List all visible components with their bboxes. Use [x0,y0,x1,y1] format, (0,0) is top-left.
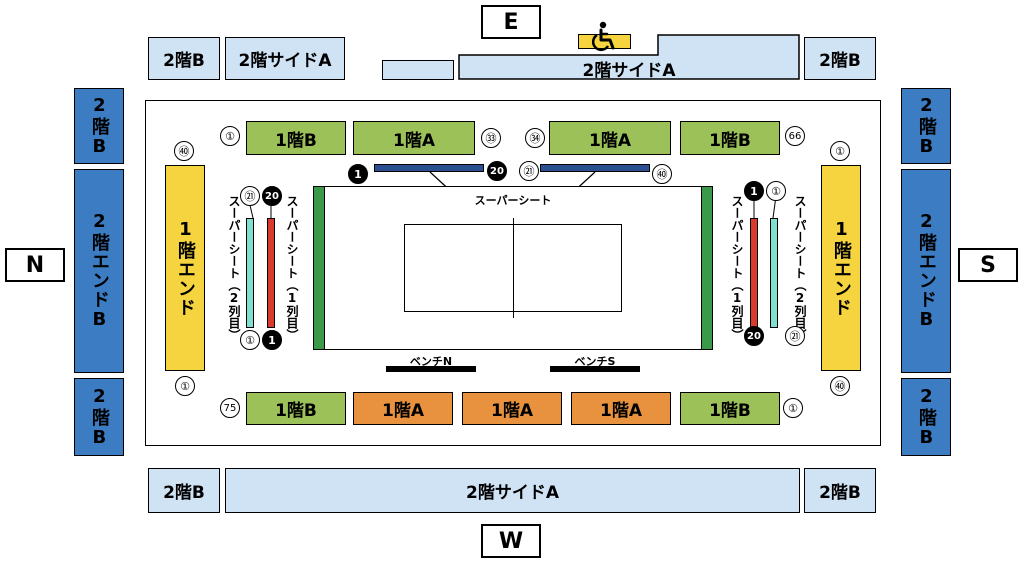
super-seat-2-left-label: スーパーシート（2列目） [227,195,241,341]
f2b-bottom-left[interactable]: 2階B [148,468,220,513]
seat-number-1-right-super2: ① [766,181,786,201]
super-seat-top-left-bar[interactable] [374,164,484,172]
wheelchair-icon [586,20,618,54]
f1b-bottom-right[interactable]: 1階B [680,392,780,425]
f1b-top-left[interactable]: 1階B [246,121,346,155]
seat-number-1-super-top-left: 1 [348,164,368,184]
f2b-right-top[interactable]: 2階B [901,88,951,164]
f1a-bottom-1[interactable]: 1階A [353,392,453,425]
seat-number-20-right: 20 [744,326,764,346]
seat-number-1-right-super1: 1 [744,181,764,201]
f1b-bottom-left[interactable]: 1階B [246,392,346,425]
f1a-top-left[interactable]: 1階A [353,121,475,155]
f1b-top-right[interactable]: 1階B [680,121,780,155]
f2-side-a-top-right-label: 2階サイドA [582,60,676,81]
seat-number-1-left-super2: ① [240,330,260,350]
f1a-bottom-3[interactable]: 1階A [571,392,671,425]
super-seat-1-left-label: スーパーシート（1列目） [285,195,299,341]
f2-side-a-bottom[interactable]: 2階サイドA [225,468,800,513]
seat-number-20-super-top: 20 [487,161,507,181]
seat-number-40-right-end: ㊵ [830,376,850,396]
seat-number-33: ㉝ [481,128,501,148]
seat-number-75: 75 [220,398,240,418]
seat-number-66: 66 [785,126,805,146]
seat-number-20-left: 20 [262,186,282,206]
seat-number-34: ㉞ [525,128,545,148]
net-line [513,218,514,318]
seat-number-21-left: ㉑ [240,186,260,206]
seat-number-21-super-top: ㉑ [519,161,539,181]
super-seat-top-right-bar[interactable] [540,164,650,172]
super-seat-1-left-bar[interactable] [267,218,275,328]
bench-n [386,366,476,372]
seat-number-1-top-left: ① [220,126,240,146]
f2b-top-right[interactable]: 2階B [804,37,876,80]
f2b-left-bottom[interactable]: 2階B [74,378,124,456]
court-side-right [701,186,713,350]
f2-end-b-left[interactable]: 2階エンドB [74,169,124,373]
super-seat-1-right-bar[interactable] [750,218,758,328]
f2b-top-left[interactable]: 2階B [148,37,220,80]
f2-side-a-top-right[interactable]: 2階サイドA [458,34,800,81]
f2-side-a-top-left[interactable]: 2階サイドA [225,37,345,80]
f1-end-right[interactable]: 1階エンド [821,165,861,371]
super-seat-2-right-label: スーパーシート（2列目） [793,195,807,341]
seat-number-1-bottom-right: ① [783,398,803,418]
direction-south: S [958,248,1018,282]
super-seat-1-right-label: スーパーシート（1列目） [730,195,744,341]
f2b-left-top[interactable]: 2階B [74,88,124,164]
f1a-top-right[interactable]: 1階A [549,121,671,155]
seat-number-40-super-top: ㊵ [652,164,672,184]
seat-number-1-left-end: ① [175,376,195,396]
f2b-right-bottom[interactable]: 2階B [901,378,951,456]
bench-s-label: ベンチS [574,355,616,368]
f1a-bottom-2[interactable]: 1階A [462,392,562,425]
seat-number-1-right-end: ① [830,141,850,161]
f1-end-left[interactable]: 1階エンド [165,165,205,371]
court-side-left [313,186,325,350]
super-seat-label: スーパーシート [452,192,574,208]
super-seat-2-left-bar[interactable] [246,218,254,328]
f2-small-block-top[interactable] [382,60,454,80]
direction-west: W [481,524,541,558]
seat-number-40-left-end: ㊵ [174,141,194,161]
f2-end-b-right[interactable]: 2階エンドB [901,169,951,373]
direction-north: N [5,248,65,282]
bench-s [550,366,640,372]
direction-east: E [481,5,541,39]
seat-number-21-right: ㉑ [785,326,805,346]
super-seat-2-right-bar[interactable] [770,218,778,328]
seat-number-1-left-super1: 1 [262,330,282,350]
bench-n-label: ベンチN [409,355,453,368]
f2b-bottom-right[interactable]: 2階B [804,468,876,513]
